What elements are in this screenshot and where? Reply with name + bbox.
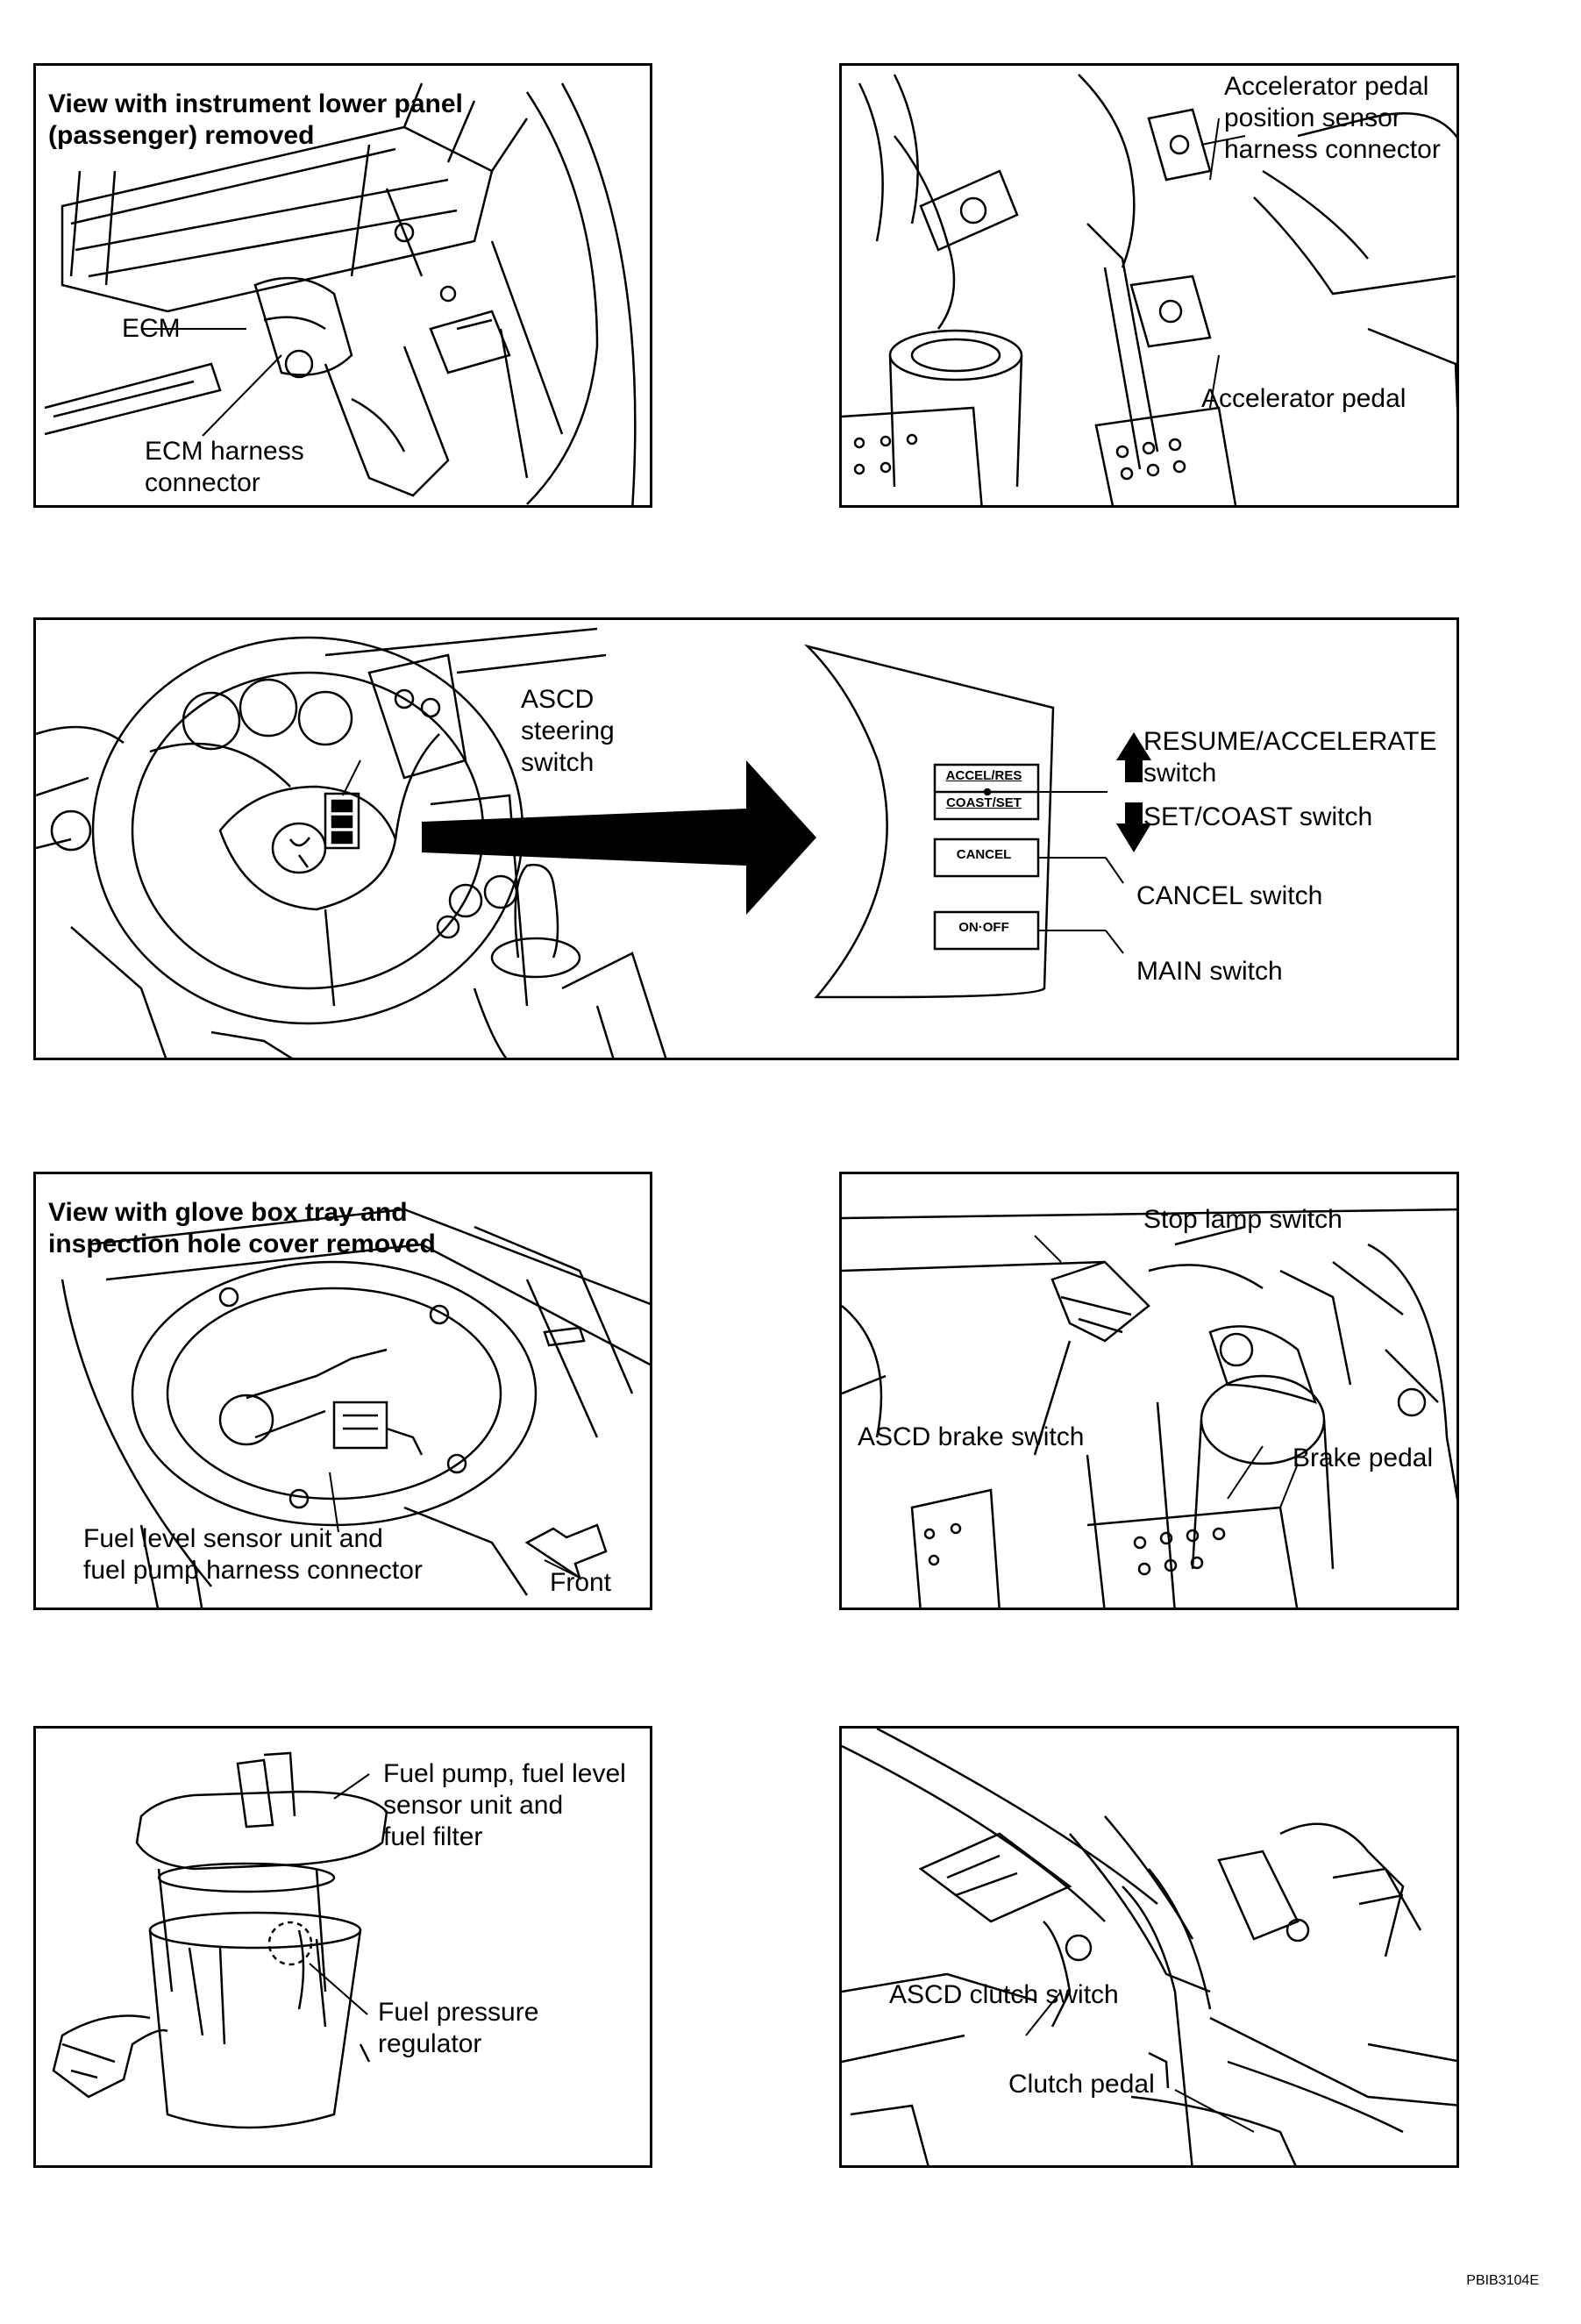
set-coast-label: SET/COAST switch: [1143, 802, 1373, 831]
figure-code: PBIB3104E: [1466, 2273, 1539, 2288]
brake-illustration: [842, 1208, 1456, 1608]
fuel-level-illustration: [61, 1208, 650, 1608]
ascd-steering-1: ASCD: [521, 685, 595, 714]
fuel-pump-label-1: Fuel pump, fuel level: [383, 1759, 626, 1788]
fuel-level-view-note-2: inspection hole cover removed: [48, 1230, 436, 1258]
clutch-pedal-label: Clutch pedal: [1008, 2070, 1155, 2099]
fuel-pump-illustration: [52, 1751, 388, 2129]
ascd-steering-3: switch: [521, 748, 595, 777]
fuel-pump-label-2: sensor unit and: [383, 1791, 564, 1820]
resume-accelerate-label-1: RESUME/ACCELERATE: [1143, 727, 1437, 756]
accelerator-illustration: [842, 74, 1456, 505]
panel-clutch: ASCD clutch switch Clutch pedal: [839, 1726, 1459, 2168]
panel-brake: Stop lamp switch ASCD brake switch Brake…: [839, 1172, 1459, 1610]
accel-res-button: ACCEL/RES: [932, 762, 1036, 789]
regulator-label-2: regulator: [378, 2029, 482, 2058]
ecm-harness-label-2: connector: [145, 468, 260, 497]
coast-set-button: COAST/SET: [932, 789, 1036, 816]
resume-accelerate-label-2: switch: [1143, 759, 1217, 788]
ecm-view-note-2: (passenger) removed: [48, 121, 315, 150]
panel-ascd-switch: [33, 617, 1459, 1060]
accel-sensor-label-2: position sensor: [1224, 103, 1401, 132]
fuel-level-connector-label-1: Fuel level sensor unit and: [83, 1524, 383, 1553]
accel-pedal-label: Accelerator pedal: [1201, 384, 1407, 413]
ecm-harness-label-1: ECM harness: [145, 437, 304, 466]
panel-ecm: View with instrument lower panel (passen…: [33, 63, 652, 508]
panel-fuel-level: View with glove box tray and inspection …: [33, 1172, 652, 1610]
cancel-button-label: CANCEL: [956, 847, 1012, 862]
asc-brake-switch-label: ASCD brake switch: [858, 1422, 1085, 1451]
clutch-illustration: [842, 1729, 1456, 2165]
accel-res-button-label: ACCEL/RES: [945, 768, 1022, 783]
on-off-button: ON·OFF: [932, 909, 1036, 946]
stop-lamp-label: Stop lamp switch: [1143, 1205, 1342, 1234]
main-switch-label: MAIN switch: [1136, 957, 1283, 986]
regulator-label-1: Fuel pressure: [378, 1998, 539, 2027]
ascd-steering-2: steering: [521, 716, 615, 745]
on-off-button-label: ON·OFF: [958, 920, 1009, 935]
accel-sensor-label-1: Accelerator pedal: [1224, 72, 1429, 101]
accel-sensor-label-3: harness connector: [1224, 135, 1441, 164]
fuel-level-connector-label-2: fuel pump harness connector: [83, 1556, 423, 1585]
cancel-button: CANCEL: [932, 837, 1036, 873]
fuel-level-view-note-1: View with glove box tray and: [48, 1198, 408, 1227]
panel-accelerator: Accelerator pedal position sensor harnes…: [839, 63, 1459, 508]
front-label: Front: [550, 1568, 612, 1597]
coast-set-button-label: COAST/SET: [946, 795, 1022, 810]
asc-clutch-switch-label: ASCD clutch switch: [889, 1980, 1119, 2009]
cancel-switch-label: CANCEL switch: [1136, 881, 1323, 910]
ecm-view-note-1: View with instrument lower panel: [48, 89, 463, 118]
ascd-switch-illustration: [36, 627, 1151, 1058]
fuel-pump-label-3: fuel filter: [383, 1822, 483, 1851]
ecm-label: ECM: [122, 314, 181, 343]
ecm-illustration: [44, 82, 637, 505]
panel-fuel-pump: Fuel pump, fuel level sensor unit and fu…: [33, 1726, 652, 2168]
brake-pedal-label: Brake pedal: [1293, 1444, 1434, 1472]
